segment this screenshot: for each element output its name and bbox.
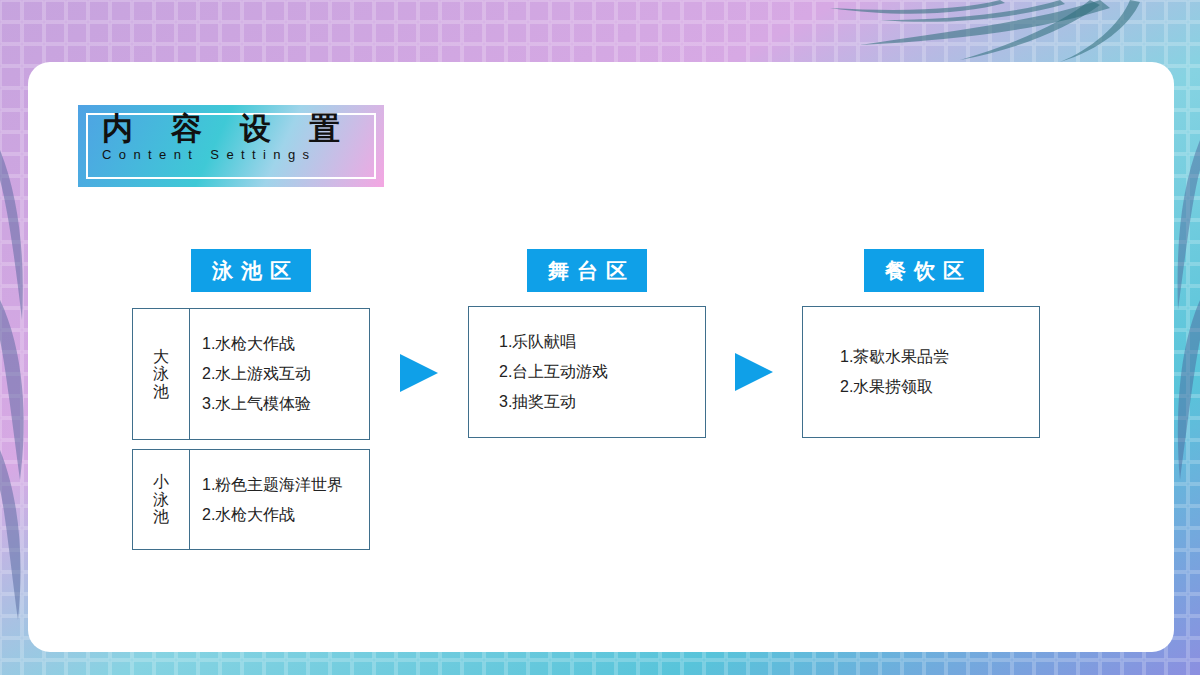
list-item: 2.水上游戏互动 [202, 359, 359, 389]
zone-title: 餐饮区 [877, 257, 972, 285]
list-item: 2.水枪大作战 [202, 500, 359, 530]
zone-header: 餐饮区 [864, 249, 984, 292]
pool-name: 小泳池 [153, 473, 169, 526]
title-banner: 内容设置Content Settings [78, 105, 384, 187]
list-item: 1.水枪大作战 [202, 329, 359, 359]
content-box: 1.乐队献唱2.台上互动游戏3.抽奖互动 [468, 306, 706, 438]
content-box: 大泳池 1.水枪大作战2.水上游戏互动3.水上气模体验 [132, 308, 370, 440]
item-list: 1.粉色主题海洋世界2.水枪大作战 [190, 450, 369, 549]
list-item: 1.茶歇水果品尝 [840, 342, 1029, 372]
zone-header: 舞台区 [527, 249, 647, 292]
content-box: 1.茶歇水果品尝2.水果捞领取 [802, 306, 1040, 438]
flow-arrow [370, 372, 468, 374]
flow-arrow [706, 371, 802, 373]
zone-title: 舞台区 [540, 257, 635, 285]
item-list: 1.茶歇水果品尝2.水果捞领取 [803, 307, 1039, 437]
list-item: 3.水上气模体验 [202, 389, 359, 419]
pool-name: 大泳池 [153, 348, 169, 401]
content-box: 小泳池 1.粉色主题海洋世界2.水枪大作战 [132, 449, 370, 550]
subtitle-text: Content Settings [78, 147, 384, 163]
label-column: 大泳池 [133, 309, 190, 439]
item-list: 1.乐队献唱2.台上互动游戏3.抽奖互动 [469, 307, 705, 437]
zone-title: 泳池区 [204, 257, 299, 285]
list-item: 2.台上互动游戏 [499, 357, 695, 387]
item-list: 1.水枪大作战2.水上游戏互动3.水上气模体验 [190, 309, 369, 439]
list-item: 3.抽奖互动 [499, 387, 695, 417]
list-item: 1.粉色主题海洋世界 [202, 470, 359, 500]
list-item: 2.水果捞领取 [840, 372, 1029, 402]
label-column: 小泳池 [133, 450, 190, 549]
list-item: 1.乐队献唱 [499, 327, 695, 357]
title-text: 内容设置 [78, 105, 384, 147]
zone-header: 泳池区 [191, 249, 311, 292]
